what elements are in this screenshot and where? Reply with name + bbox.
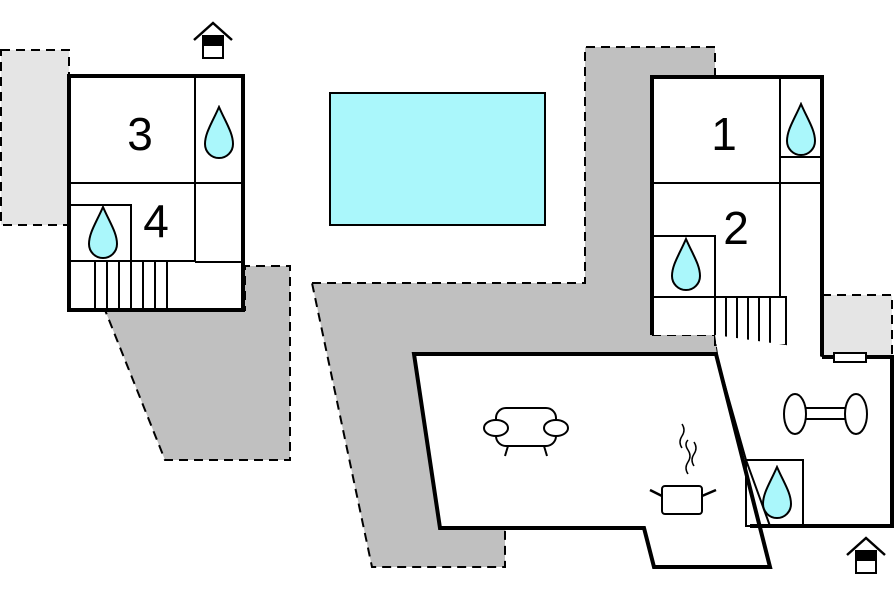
terrace-light-left xyxy=(0,49,70,226)
dumbbell-icon xyxy=(783,393,868,435)
terrace-light-right xyxy=(821,294,893,358)
room-number-1: 1 xyxy=(711,108,737,160)
building-left xyxy=(67,74,245,312)
cooking-pot-icon xyxy=(649,423,717,515)
room-number-3: 3 xyxy=(127,108,153,160)
swimming-pool xyxy=(329,92,546,226)
window xyxy=(833,352,867,363)
house-entrance-icon-right xyxy=(845,536,887,575)
stairs-icon-left xyxy=(94,261,168,310)
sofa-icon xyxy=(483,407,569,457)
house-entrance-icon-left xyxy=(192,21,234,60)
room-number-2: 2 xyxy=(723,202,749,254)
room-number-4: 4 xyxy=(143,195,169,247)
